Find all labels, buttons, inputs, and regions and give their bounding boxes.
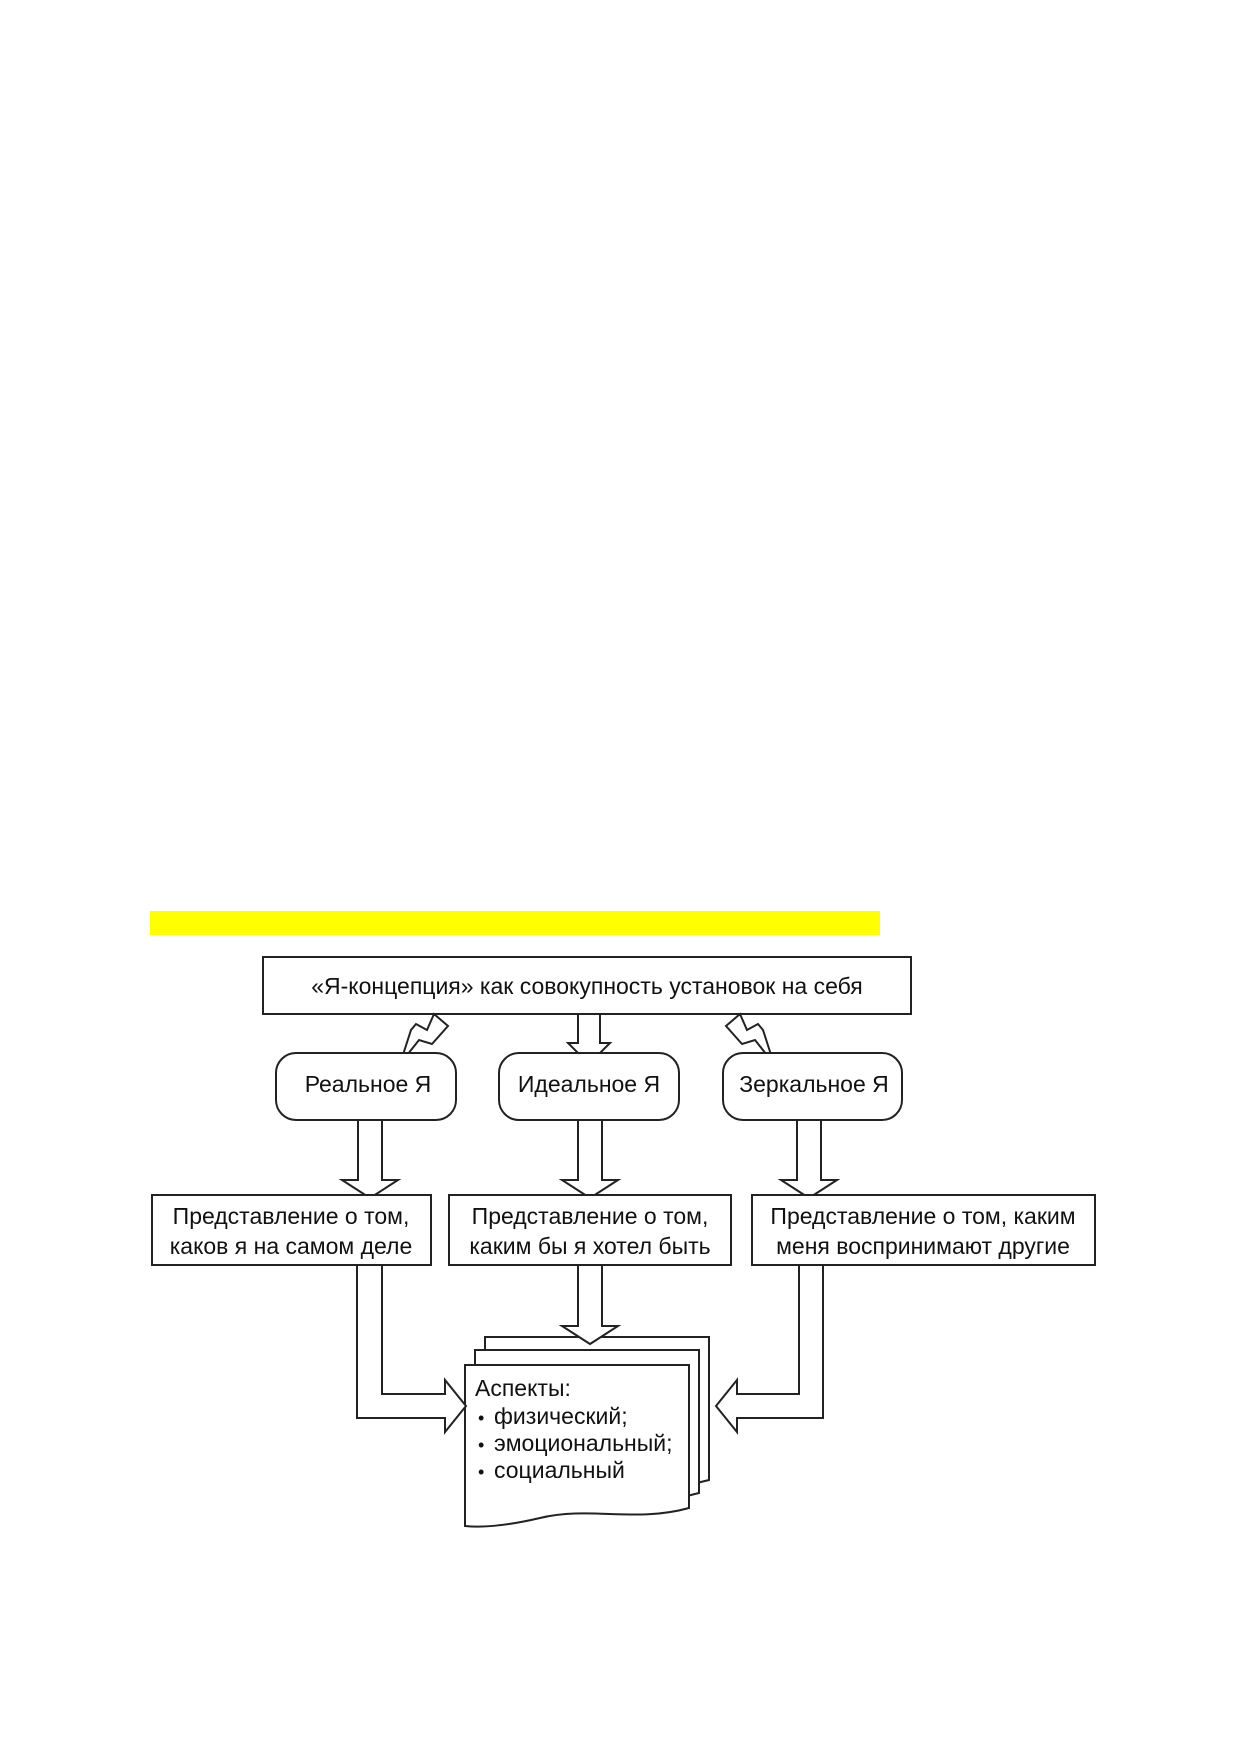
arrow-ideal-to-aspects	[558, 1264, 622, 1346]
description-mirror-line2: меня воспринимают другие	[776, 1233, 1070, 1259]
aspects-bullet-2: •	[478, 1435, 484, 1455]
description-box-ideal	[448, 1194, 732, 1266]
arrow-ideal-to-description	[558, 1119, 622, 1200]
description-real-line2: каков я на самом деле	[170, 1233, 413, 1259]
aspects-bullet-3: •	[478, 1462, 484, 1482]
self-label-ideal: Идеальное Я	[518, 1071, 660, 1097]
arrow-real-to-description	[338, 1119, 402, 1200]
self-label-mirror: Зеркальное Я	[739, 1071, 889, 1097]
highlight-bar	[150, 911, 880, 935]
arrow-real-to-aspects	[356, 1264, 468, 1435]
arrow-mirror-to-description	[777, 1119, 841, 1200]
aspects-title: Аспекты:	[475, 1375, 571, 1401]
description-real-line1: Представление о том,	[173, 1203, 410, 1229]
description-ideal-line2: каким бы я хотел быть	[469, 1233, 710, 1259]
description-box-mirror	[751, 1194, 1096, 1266]
description-box-real	[151, 1194, 432, 1266]
top-box-label: «Я-концепция» как совокупность установок…	[311, 973, 863, 999]
description-ideal-line1: Представление о том,	[472, 1203, 709, 1229]
aspects-item-emotional: эмоциональный;	[494, 1430, 673, 1456]
self-label-real: Реальное Я	[305, 1071, 432, 1097]
top-box	[262, 956, 912, 1015]
aspects-item-social: социальный	[494, 1457, 625, 1483]
aspects-item-physical: физический;	[494, 1403, 628, 1429]
description-mirror-line1: Представление о том, каким	[770, 1203, 1075, 1229]
aspects-bullet-1: •	[478, 1408, 484, 1428]
aspects-page-front	[464, 1364, 690, 1528]
arrow-mirror-to-aspects	[714, 1264, 824, 1435]
